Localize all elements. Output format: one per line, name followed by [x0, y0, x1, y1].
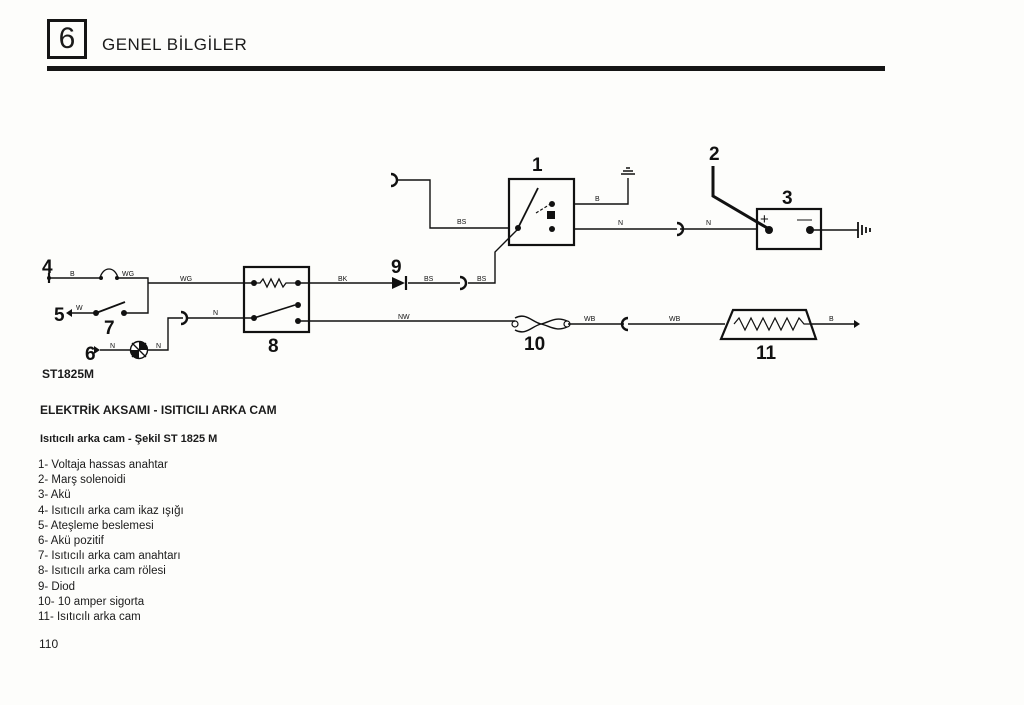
section-title: ELEKTRİK AKSAMI - ISITICILI ARKA CAM — [40, 403, 277, 417]
wire-label-wb-1: WB — [584, 316, 596, 323]
wire-wg-4 — [118, 277, 149, 302]
wire-label-n-6b: N — [156, 343, 161, 350]
battery: + — — [755, 207, 823, 251]
wire-bs-top — [397, 179, 508, 229]
section-subtitle: Isıtıcılı arka cam - Şekil ST 1825 M — [40, 433, 218, 445]
component-number-6: 6 — [85, 344, 96, 365]
page-title: GENEL BİLGİLER — [102, 35, 248, 54]
diode — [392, 276, 408, 290]
component-number-7: 7 — [104, 318, 115, 339]
legend-item: 7- Isıtıcılı arka cam anahtarı — [38, 550, 181, 563]
wire-label-nw: NW — [398, 314, 410, 321]
earth-unit-1 — [621, 167, 635, 175]
legend-item: 11- Isıtıcılı arka cam — [38, 611, 141, 624]
component-number-2: 2 — [709, 144, 720, 165]
wire-solenoid — [711, 166, 770, 231]
wire-label-b-11: B — [829, 316, 834, 323]
wire-bs-down — [468, 228, 519, 284]
legend-item: 1- Voltaja hassas anahtar — [38, 459, 168, 471]
wire-label-b-1: B — [595, 196, 600, 203]
component-number-1: 1 — [532, 155, 543, 176]
chapter-number: 6 — [58, 22, 76, 55]
component-number-3: 3 — [782, 188, 793, 209]
wire-label-w-5: W — [76, 305, 83, 312]
heated-window-switch — [93, 301, 127, 316]
connector-n-relay — [180, 310, 189, 326]
wire-b-earth-1 — [574, 178, 629, 205]
component-numbers: 1 2 3 4 5 6 7 8 9 10 11 — [42, 144, 793, 365]
wire-label-b-4: B — [70, 271, 75, 278]
battery-minus: — — [797, 211, 812, 228]
connector-n — [676, 221, 685, 237]
legend-item: 3- Akü — [38, 489, 71, 502]
legend-item: 9- Diod — [38, 580, 76, 593]
wire-label-bs-1: BS — [457, 219, 467, 226]
wires — [49, 166, 858, 351]
voltage-sensitive-switch — [507, 177, 576, 247]
wire-label-n-8: N — [213, 310, 218, 317]
wire-label-bs-2: BS — [477, 276, 487, 283]
wire-label-n-1: N — [618, 220, 623, 227]
page-number: 110 — [39, 637, 59, 651]
legend-item: 6- Akü pozitif — [38, 535, 104, 548]
component-legend: 1- Voltaja hassas anahtar 2- Marş soleno… — [38, 458, 184, 625]
connector-top-left — [390, 172, 399, 188]
heated-rear-window — [719, 308, 818, 341]
figure-code: ST1825M — [42, 367, 95, 381]
legend-item: 4- Isıtıcılı arka cam ikaz ışığı — [38, 504, 184, 517]
earth-symbols — [47, 167, 871, 354]
legend-item: 5- Ateşleme beslemesi — [38, 519, 154, 532]
chapter-number-box: 6 — [47, 19, 87, 59]
fuse — [511, 315, 571, 333]
earth-battery — [857, 222, 871, 238]
wire-label-wb-2: WB — [669, 316, 681, 323]
wire-7-out — [124, 302, 149, 314]
warning-lamp — [99, 268, 119, 280]
connectors — [180, 172, 685, 332]
wire-label-bs-9: BS — [424, 276, 434, 283]
wire-label-n-3: N — [706, 220, 711, 227]
legend-item: 2- Marş solenoidi — [38, 474, 126, 487]
terminal-11 — [854, 320, 860, 328]
wire-label-bk: BK — [338, 276, 348, 283]
wire-label-wg: WG — [180, 276, 192, 283]
battery-plus: + — [760, 211, 769, 228]
heated-window-relay — [242, 265, 311, 334]
wire-label-wg-4: WG — [122, 271, 134, 278]
component-number-11: 11 — [756, 343, 777, 364]
terminal-6 — [94, 346, 100, 354]
connector-bs — [459, 275, 468, 291]
component-number-8: 8 — [268, 336, 279, 357]
legend-item: 8- Isıtıcılı arka cam rölesi — [38, 565, 166, 578]
component-number-4: 4 — [42, 257, 53, 278]
battery-positive-bulb — [129, 340, 149, 360]
terminal-5 — [66, 309, 72, 317]
legend-item: 10- 10 amper sigorta — [38, 595, 145, 608]
wire-labels: B WG WG W N N N BK BS BS BS B N N NW WB … — [70, 196, 834, 350]
header-rule — [47, 66, 885, 71]
component-number-10: 10 — [524, 334, 545, 355]
component-number-9: 9 — [391, 257, 402, 278]
component-number-5: 5 — [54, 305, 65, 326]
wire-label-n-6a: N — [110, 343, 115, 350]
connector-wb — [620, 316, 629, 332]
wire-n-6b — [148, 317, 183, 351]
